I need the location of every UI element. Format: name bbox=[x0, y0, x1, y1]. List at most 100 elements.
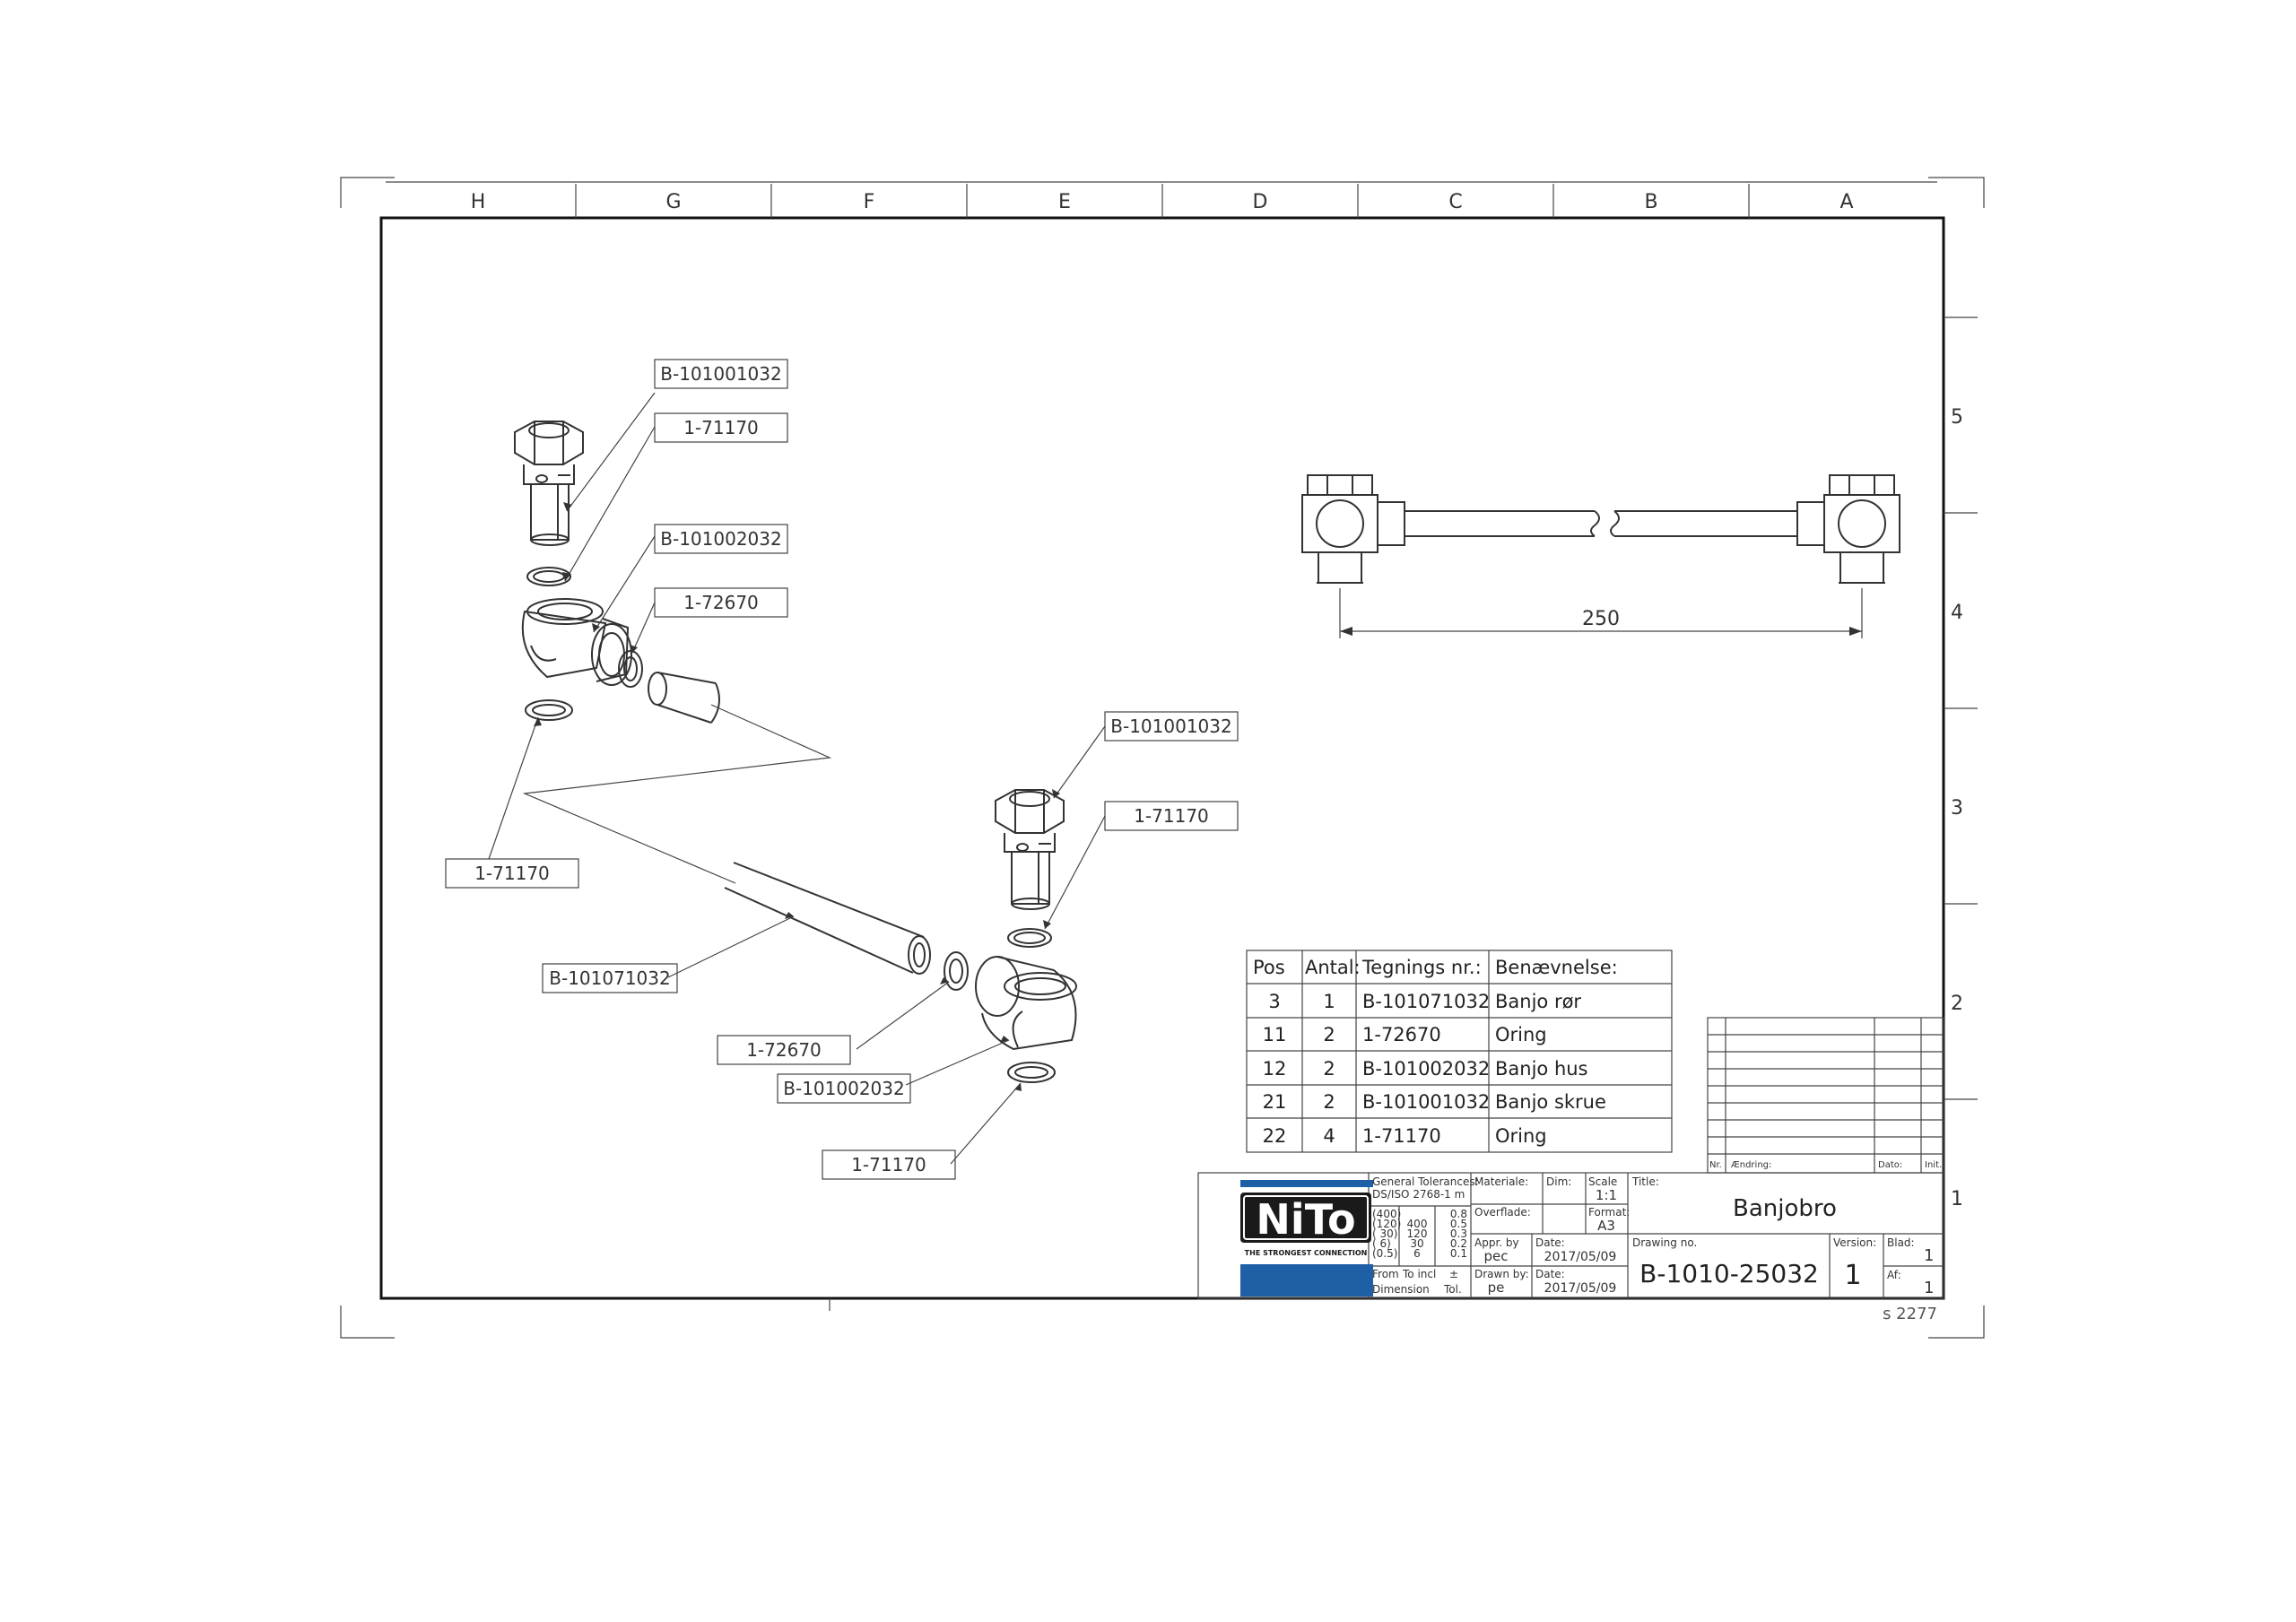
svg-text:0.5: 0.5 bbox=[1450, 1218, 1467, 1230]
svg-text:0.8: 0.8 bbox=[1450, 1208, 1467, 1220]
logo-text: NiTo bbox=[1256, 1195, 1355, 1244]
svg-text:B-101002032: B-101002032 bbox=[1362, 1058, 1490, 1080]
svg-text:Appr. by: Appr. by bbox=[1474, 1236, 1519, 1249]
svg-text:Dim:: Dim: bbox=[1546, 1175, 1571, 1188]
callout-right-screw: B-101001032 bbox=[1104, 711, 1239, 742]
svg-text:Date:: Date: bbox=[1535, 1236, 1565, 1249]
table-row: 3 1 B-101071032 Banjo rør bbox=[1268, 991, 1581, 1012]
col-label-b: B bbox=[1644, 191, 1657, 213]
col-label-g: G bbox=[665, 191, 681, 213]
tube-top-end bbox=[648, 672, 720, 724]
svg-text:Overflade:: Overflade: bbox=[1474, 1206, 1531, 1219]
callout-top-screw: B-101001032 bbox=[654, 359, 788, 389]
svg-text:pec: pec bbox=[1484, 1248, 1509, 1264]
col-label-a: A bbox=[1839, 191, 1853, 213]
svg-text:B-101002032: B-101002032 bbox=[660, 528, 781, 550]
break-line bbox=[522, 704, 832, 884]
svg-text:Ændring:: Ændring: bbox=[1731, 1160, 1771, 1170]
svg-text:30: 30 bbox=[1410, 1237, 1423, 1250]
column-labels: H G F E D C B A bbox=[471, 191, 1854, 213]
svg-text:1-71170: 1-71170 bbox=[851, 1154, 926, 1175]
svg-text:Af:: Af: bbox=[1887, 1269, 1901, 1281]
svg-text:Dato:: Dato: bbox=[1878, 1160, 1902, 1170]
svg-text:0.3: 0.3 bbox=[1450, 1227, 1467, 1240]
col-label-d: D bbox=[1253, 191, 1268, 213]
row-label-1: 1 bbox=[1951, 1188, 1963, 1210]
svg-text:2017/05/09: 2017/05/09 bbox=[1544, 1281, 1617, 1296]
version-field: Version: 1 bbox=[1833, 1236, 1876, 1291]
svg-text:A3: A3 bbox=[1597, 1218, 1615, 1234]
svg-text:1-72670: 1-72670 bbox=[683, 592, 759, 613]
callout-tube: B-101071032 bbox=[542, 963, 678, 993]
parts-table-header: Pos Antal: Tegnings nr.: Benævnelse: bbox=[1253, 957, 1618, 978]
drawing-number: B-1010-25032 bbox=[1639, 1259, 1819, 1288]
title-field: Title: Banjobro bbox=[1631, 1175, 1837, 1222]
svg-text:1: 1 bbox=[1844, 1260, 1861, 1291]
svg-text:From: From bbox=[1372, 1268, 1399, 1280]
svg-text:Materiale:: Materiale: bbox=[1474, 1175, 1528, 1188]
svg-text:B-101001032: B-101001032 bbox=[660, 363, 781, 385]
svg-text:Nr.: Nr. bbox=[1709, 1160, 1722, 1170]
footer-code: s 2277 bbox=[1883, 1305, 1937, 1323]
svg-text:1-71170: 1-71170 bbox=[474, 863, 550, 884]
svg-text:B-101001032: B-101001032 bbox=[1110, 716, 1231, 737]
callout-bottom-oring-small: 1-72670 bbox=[717, 1035, 851, 1065]
svg-text:Banjo skrue: Banjo skrue bbox=[1495, 1091, 1606, 1113]
svg-text:Blad:: Blad: bbox=[1887, 1236, 1915, 1249]
svg-text:B-101001032: B-101001032 bbox=[1362, 1091, 1490, 1113]
svg-text:1-71170: 1-71170 bbox=[1134, 805, 1209, 827]
table-row: 21 2 B-101001032 Banjo skrue bbox=[1263, 1091, 1606, 1113]
svg-text:( 6): ( 6) bbox=[1372, 1237, 1391, 1250]
svg-text:1:1: 1:1 bbox=[1596, 1187, 1617, 1203]
svg-text:2: 2 bbox=[1323, 1091, 1335, 1113]
drawing-title: Banjobro bbox=[1733, 1195, 1837, 1222]
svg-text:Tegnings nr.:: Tegnings nr.: bbox=[1361, 957, 1482, 978]
callout-bottom-housing: B-101002032 bbox=[777, 1073, 911, 1104]
approval-fields: Appr. by pec Date: 2017/05/09 Drawn by: … bbox=[1474, 1236, 1616, 1296]
svg-text:1: 1 bbox=[1924, 1279, 1934, 1297]
svg-text:(120): (120) bbox=[1372, 1218, 1401, 1230]
banjo-screw-top bbox=[514, 421, 584, 546]
svg-text:1-72670: 1-72670 bbox=[746, 1039, 822, 1061]
svg-text:Version:: Version: bbox=[1833, 1236, 1876, 1249]
row-label-5: 5 bbox=[1951, 406, 1963, 429]
svg-text:12: 12 bbox=[1263, 1058, 1287, 1080]
svg-text:11: 11 bbox=[1263, 1024, 1287, 1045]
svg-text:Antal:: Antal: bbox=[1305, 957, 1361, 978]
row-label-3: 3 bbox=[1951, 797, 1963, 820]
parts-table: Pos Antal: Tegnings nr.: Benævnelse: 3 1… bbox=[1246, 950, 1673, 1153]
corner-marks bbox=[340, 177, 1985, 1339]
svg-text:2: 2 bbox=[1323, 1024, 1335, 1045]
svg-text:1-71170: 1-71170 bbox=[1362, 1125, 1441, 1147]
svg-text:Init.: Init. bbox=[1925, 1160, 1942, 1170]
svg-text:6: 6 bbox=[1413, 1247, 1421, 1260]
svg-text:pe: pe bbox=[1488, 1279, 1505, 1296]
svg-text:Dimension: Dimension bbox=[1372, 1283, 1430, 1296]
col-label-c: C bbox=[1448, 191, 1462, 213]
svg-text:Pos: Pos bbox=[1253, 957, 1285, 978]
side-view-right-banjo bbox=[1796, 474, 1900, 584]
table-row: 11 2 1-72670 Oring bbox=[1263, 1024, 1547, 1045]
banjo-screw-right bbox=[995, 789, 1065, 910]
nito-logo: NiTo THE STRONGEST CONNECTION bbox=[1240, 1180, 1373, 1297]
drawing-frame bbox=[379, 181, 1978, 1311]
table-row: 22 4 1-71170 Oring bbox=[1263, 1125, 1547, 1147]
title-block: NiTo THE STRONGEST CONNECTION General To… bbox=[1197, 1172, 1944, 1299]
revision-table bbox=[1707, 1017, 1944, 1174]
banjo-housing-bottom bbox=[975, 956, 1077, 1051]
svg-text:(400): (400) bbox=[1372, 1208, 1401, 1220]
side-view bbox=[1301, 474, 1900, 584]
callouts: B-101001032 1-71170 B-101002032 1-72670 … bbox=[445, 359, 1239, 1180]
svg-text:Scale: Scale bbox=[1588, 1175, 1617, 1188]
svg-text:To incl: To incl bbox=[1402, 1268, 1436, 1280]
oring-top bbox=[526, 567, 571, 586]
svg-text:1-71170: 1-71170 bbox=[683, 417, 759, 438]
col-label-f: F bbox=[864, 191, 875, 213]
general-tolerances: General Tolerances: DS/ISO 2768-1 m (400… bbox=[1372, 1175, 1479, 1296]
svg-text:(0.5): (0.5) bbox=[1372, 1247, 1397, 1260]
svg-text:1: 1 bbox=[1323, 991, 1335, 1012]
svg-text:0.1: 0.1 bbox=[1450, 1247, 1467, 1260]
svg-text:3: 3 bbox=[1268, 991, 1280, 1012]
svg-text:21: 21 bbox=[1263, 1091, 1287, 1113]
